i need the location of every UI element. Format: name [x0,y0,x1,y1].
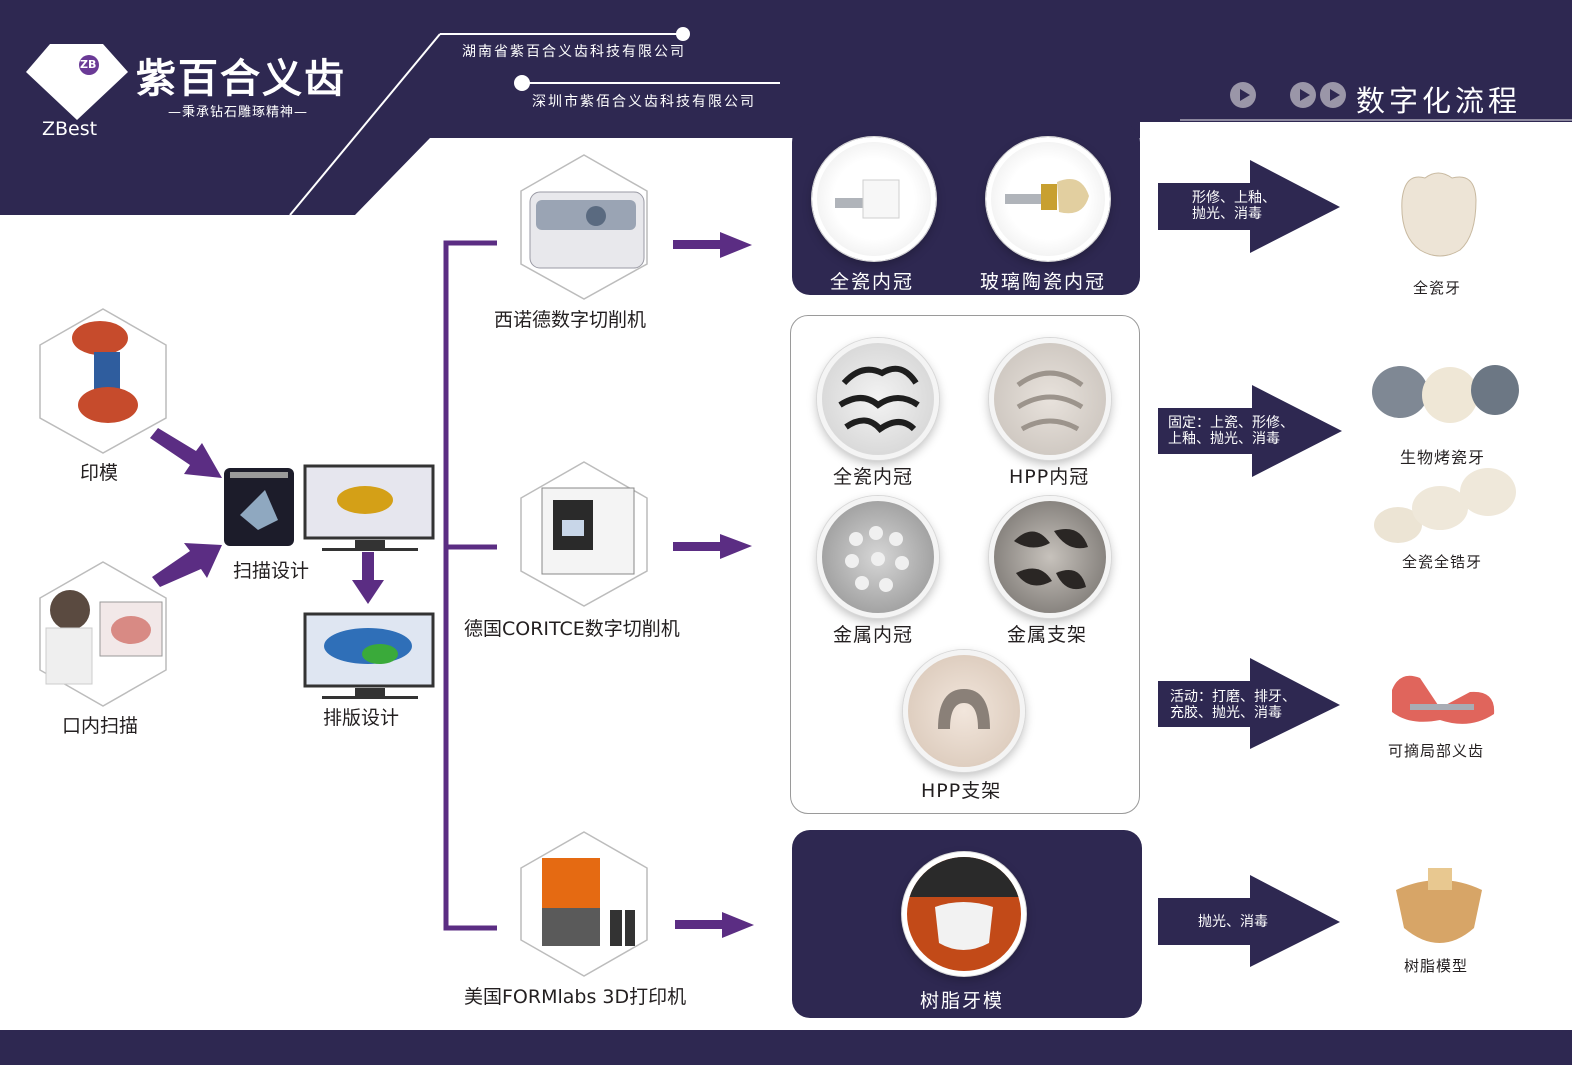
formlabs-printer-image [542,858,635,946]
company-shenzhen: 深圳市紫佰合义齿科技有限公司 [532,94,756,110]
play-icon [1230,82,1256,108]
zirconia-disc-icon [817,338,939,460]
ceramic-coping-disc [812,137,936,261]
hpp-framework-disc-icon [903,650,1025,772]
product-label: 全瓷牙 [1413,279,1462,297]
process-step-text: 形修、上釉、 抛光、消毒 [1192,190,1276,222]
process-step-text: 固定：上瓷、形修、 上釉、抛光、消毒 [1168,415,1294,447]
panel-item-label: HPP内冠 [1009,466,1090,488]
removable-partial-denture-image [1392,675,1495,724]
diamond-logo-icon [26,44,128,120]
brand-name-en: ZBest [42,118,98,140]
layout-monitor-image [303,612,435,699]
metal-framework-disc-icon [989,496,1111,618]
full-ceramic-tooth-image [1401,172,1477,257]
panel-item-label: 全瓷内冠 [830,271,915,293]
process-arrows [1158,160,1342,967]
header-band [0,0,1572,215]
play-icon [1320,82,1346,108]
glass-ceramic-coping-disc [986,137,1110,261]
intraoral-scan-label: 口内扫描 [62,715,139,737]
intraoral-scan-image [45,590,163,685]
brand-name: 紫百合义齿 [136,56,346,102]
flow-bracket-line [443,240,497,931]
product-label: 可摘局部义齿 [1388,742,1485,760]
panel-3d-print: 树脂牙模 [792,830,1142,1018]
layout-design-label: 排版设计 [323,707,400,729]
play-icon [1290,82,1316,108]
product-label: 全瓷全锆牙 [1402,553,1483,571]
pfm-bridge-image [1372,365,1519,423]
company-hunan: 湖南省紫百合义齿科技有限公司 [462,44,686,60]
panel-item-label: 金属支架 [1007,624,1088,646]
resin-model-image [1396,868,1482,943]
panel-milling-disc: 全瓷内冠 HPP内冠 金属内冠 金属支架 HPP支架 [790,315,1140,814]
panel-milling-ceramic: 全瓷内冠 玻璃陶瓷内冠 [792,124,1140,295]
impression-label: 印模 [80,462,119,484]
footer-band [0,1030,1572,1065]
process-step-text: 活动：打磨、排牙、 充胶、抛光、消毒 [1170,689,1296,721]
scanner-image [224,468,294,546]
resin-model-disc [902,852,1026,976]
product-label: 生物烤瓷牙 [1400,448,1486,467]
scan-design-label: 扫描设计 [233,560,310,582]
panel-item-label: 树脂牙模 [920,990,1005,1012]
input-arrows [150,428,384,604]
brand-slogan: —秉承钻石雕琢精神— [168,105,309,120]
panel-item-label: 金属内冠 [833,624,914,646]
header-accent-line [289,33,441,216]
panel-item-label: 全瓷内冠 [833,466,914,488]
sirona-mill-image [529,191,645,269]
zirconia-bridge-image [1374,468,1516,543]
coritec-mill-label: 德国CORITCE数字切削机 [464,618,680,640]
metal-coping-disc-icon [817,496,939,618]
logo-badge: ZB [80,58,97,71]
impression-image [72,321,138,423]
hpp-disc-icon [989,338,1111,460]
process-step-text: 抛光、消毒 [1198,914,1268,930]
section-title: 数字化流程 [1356,84,1522,118]
coritec-mill-image [541,487,635,575]
panel-item-label: HPP支架 [921,780,1002,802]
panel-item-label: 玻璃陶瓷内冠 [980,271,1107,293]
design-monitor-image [303,464,435,551]
formlabs-printer-label: 美国FORMlabs 3D打印机 [464,986,687,1008]
sirona-mill-label: 西诺德数字切削机 [494,309,647,331]
machine-arrows [673,232,754,938]
product-label: 树脂模型 [1404,957,1469,975]
